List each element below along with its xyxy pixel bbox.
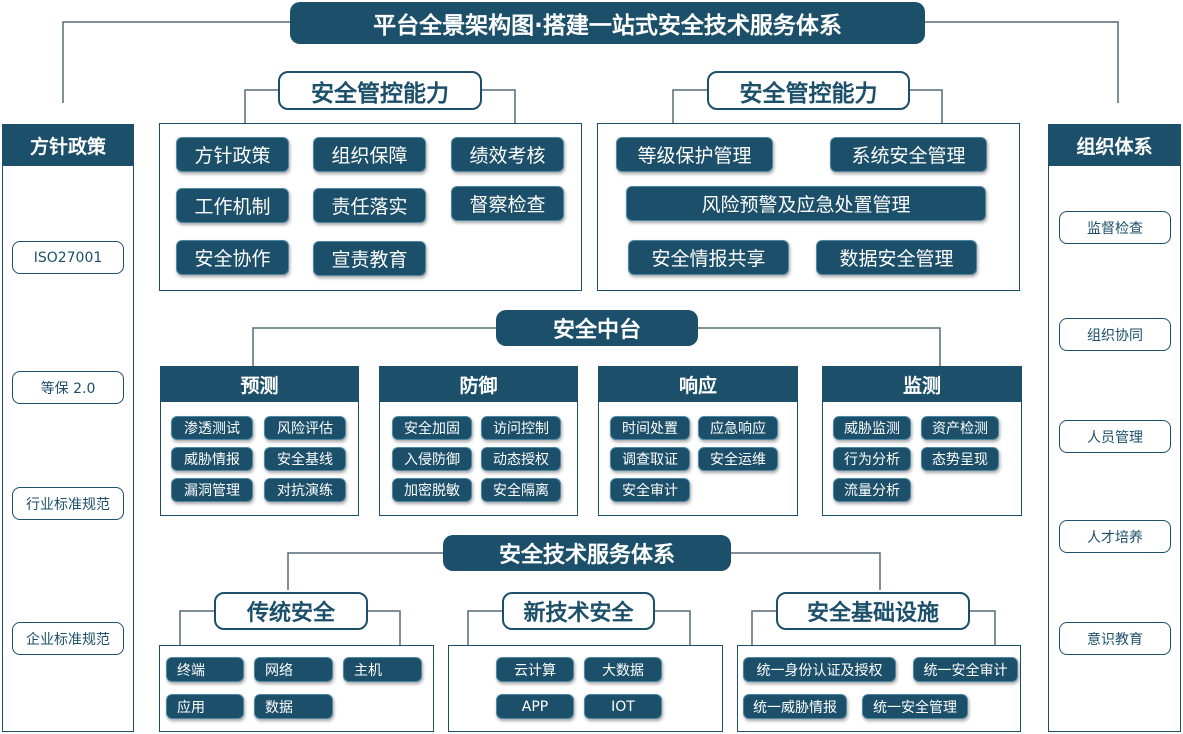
control-right-item: 安全情报共享	[628, 240, 789, 275]
middle-item: 安全运维	[698, 447, 778, 471]
middle-item: 行为分析	[833, 447, 911, 471]
connector-service-right	[731, 552, 881, 590]
connector-service-left	[287, 552, 443, 590]
service-group-title: 安全基础设施	[776, 592, 970, 630]
middle-item: 漏洞管理	[171, 478, 253, 502]
control-left-item: 工作机制	[176, 188, 289, 223]
control-left-item: 组织保障	[313, 137, 426, 172]
control-left-item: 安全协作	[176, 240, 289, 275]
main-title: 平台全景架构图·搭建一站式安全技术服务体系	[290, 2, 925, 44]
connector-middle-left	[252, 327, 496, 366]
control-right-item: 等级保护管理	[616, 137, 773, 172]
left-item: ISO27001	[12, 241, 124, 274]
middle-column-header: 监测	[822, 366, 1022, 402]
control-left-item: 绩效考核	[451, 137, 564, 172]
connector-middle-right	[698, 327, 941, 366]
middle-title: 安全中台	[496, 310, 698, 346]
control-left-item: 方针政策	[176, 137, 289, 172]
left-item: 行业标准规范	[12, 487, 124, 520]
control-right-title: 安全管控能力	[707, 71, 910, 110]
middle-item: 流量分析	[833, 478, 911, 502]
service-item: 网络	[254, 657, 333, 682]
right-item: 人才培养	[1059, 520, 1171, 553]
middle-column-header: 响应	[598, 366, 798, 402]
service-item: 统一安全审计	[913, 657, 1018, 682]
connector-title-left	[62, 21, 290, 103]
control-left-item: 宣责教育	[313, 241, 426, 276]
left-item: 企业标准规范	[12, 622, 124, 655]
middle-item: 安全隔离	[481, 478, 561, 502]
middle-item: 访问控制	[481, 416, 561, 440]
service-item: 主机	[343, 657, 422, 682]
middle-item: 安全加固	[392, 416, 472, 440]
service-item: 数据	[254, 694, 333, 719]
middle-item: 风险评估	[264, 416, 346, 440]
middle-item: 威胁情报	[171, 447, 253, 471]
service-item: 云计算	[496, 657, 574, 682]
connector-control-right	[672, 89, 707, 123]
service-title: 安全技术服务体系	[443, 535, 731, 571]
control-left-title: 安全管控能力	[278, 71, 482, 110]
middle-item: 加密脱敏	[392, 478, 472, 502]
middle-item: 应急响应	[698, 416, 778, 440]
control-left-item: 责任落实	[313, 188, 426, 223]
service-item: 大数据	[584, 657, 662, 682]
connector-group1-left	[179, 610, 214, 645]
control-right-item: 系统安全管理	[830, 137, 987, 172]
middle-item: 资产检测	[921, 416, 999, 440]
service-item: 统一威胁情报	[743, 694, 847, 719]
left-panel-header: 方针政策	[2, 124, 134, 166]
connector-group3-left	[751, 610, 776, 645]
right-item: 组织协同	[1059, 318, 1171, 351]
service-group-title: 传统安全	[214, 592, 368, 630]
middle-item: 渗透测试	[171, 416, 253, 440]
connector-group2-left	[467, 610, 502, 645]
middle-item: 入侵防御	[392, 447, 472, 471]
middle-item: 安全基线	[264, 447, 346, 471]
control-right-item: 风险预警及应急处置管理	[626, 186, 986, 221]
right-item: 意识教育	[1059, 622, 1171, 655]
middle-item: 安全审计	[610, 478, 690, 502]
middle-item: 时间处置	[610, 416, 690, 440]
service-item: IOT	[584, 694, 662, 719]
middle-column-header: 预测	[160, 366, 359, 402]
middle-item: 态势呈现	[921, 447, 999, 471]
control-right-item: 数据安全管理	[816, 240, 977, 275]
connector-group1-right	[368, 610, 401, 645]
connector-control-left	[244, 89, 278, 123]
service-item: 应用	[166, 694, 244, 719]
connector-title-right	[925, 21, 1119, 103]
connector-control-left-2	[482, 89, 516, 123]
right-item: 监督检查	[1059, 211, 1171, 244]
left-item: 等保 2.0	[12, 371, 124, 404]
service-item: APP	[496, 694, 574, 719]
middle-item: 对抗演练	[264, 478, 346, 502]
connector-control-right-2	[910, 89, 943, 123]
middle-item: 威胁监测	[833, 416, 911, 440]
service-group-title: 新技术安全	[502, 592, 655, 630]
service-item: 统一身份认证及授权	[743, 657, 896, 682]
right-item: 人员管理	[1059, 420, 1171, 453]
control-left-item: 督察检查	[451, 186, 564, 221]
middle-column-header: 防御	[379, 366, 578, 402]
service-item: 终端	[166, 657, 244, 682]
middle-item: 动态授权	[481, 447, 561, 471]
middle-item: 调查取证	[610, 447, 690, 471]
right-panel-header: 组织体系	[1048, 124, 1181, 166]
service-item: 统一安全管理	[862, 694, 968, 719]
connector-group2-right	[655, 610, 691, 645]
connector-group3-right	[970, 610, 996, 645]
